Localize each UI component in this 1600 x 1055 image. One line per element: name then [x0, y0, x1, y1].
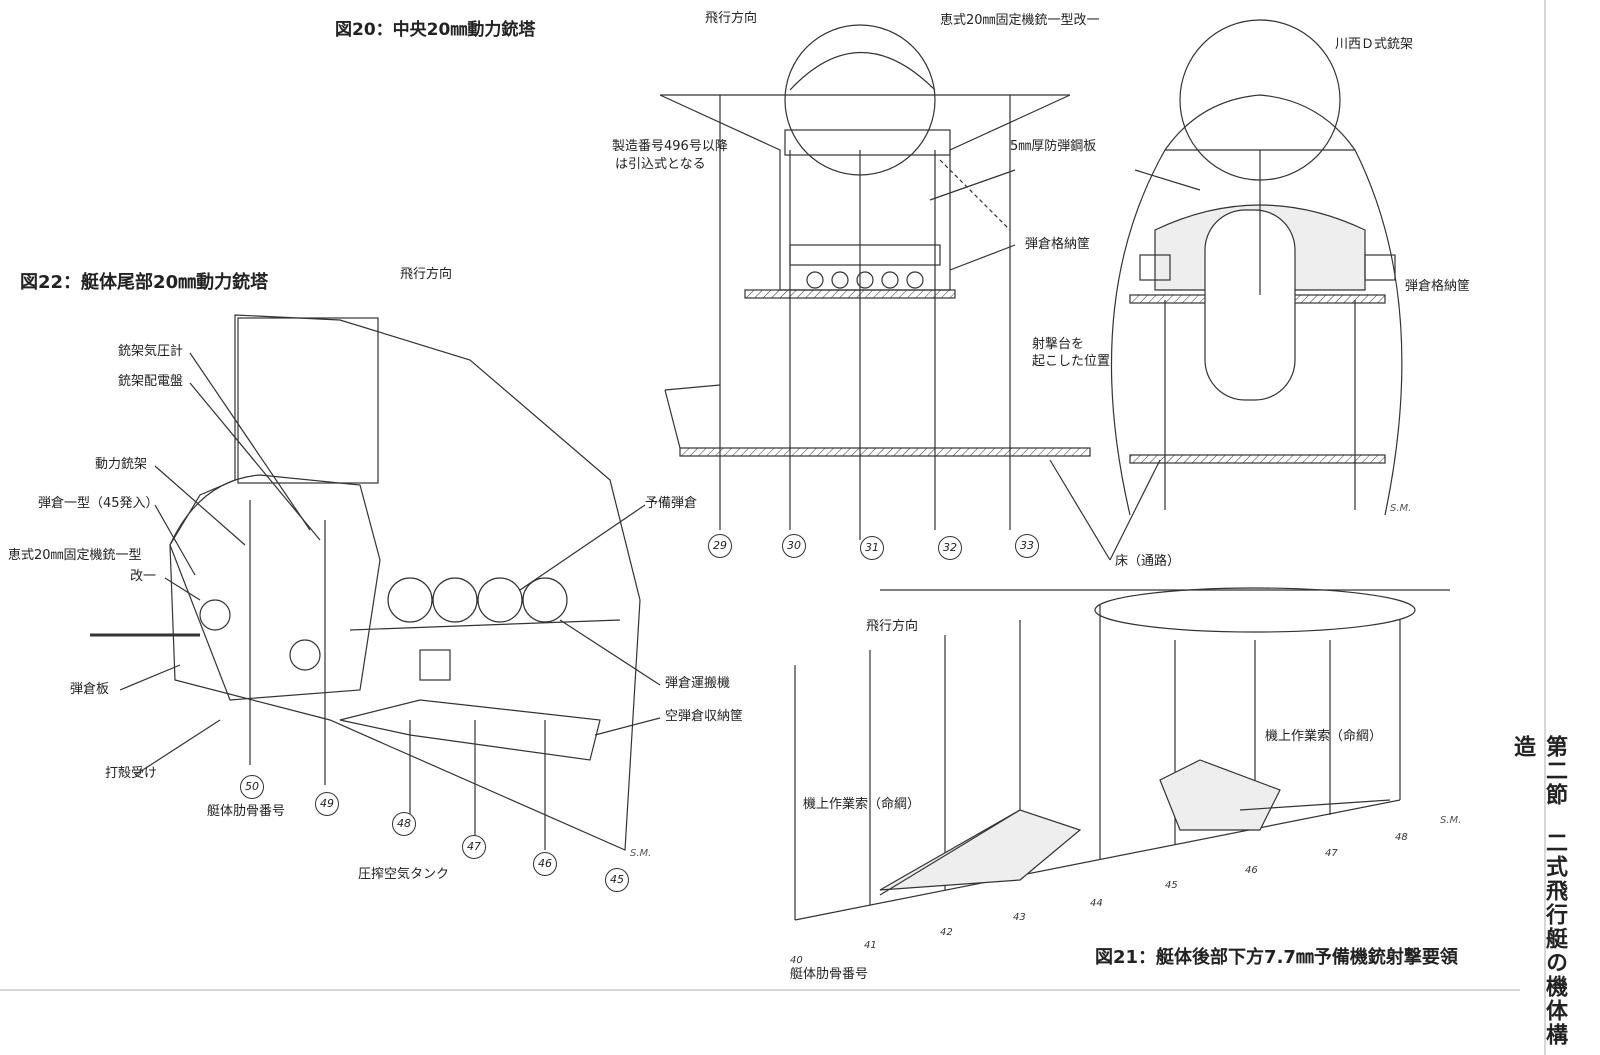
fig20-frame-29: 29 — [708, 534, 732, 558]
fig20-floor-label: 床（通路） — [1115, 554, 1181, 569]
fig22-air-tank-label: 圧搾空気タンク — [358, 867, 450, 882]
fig20-mag-rack-a: 弾倉格納筐 — [1025, 237, 1091, 252]
signature-fig22: S.M. — [630, 848, 652, 859]
fig21-frame-41: 41 — [864, 940, 877, 951]
signature-fig21: S.M. — [1440, 815, 1462, 826]
fig22-gun-label-2: 改一 — [130, 569, 157, 584]
fig22-shell-catcher-label: 打殻受け — [105, 766, 158, 781]
fig21-lifeline-b: 機上作業索（命綱） — [1265, 729, 1383, 744]
fig22-frame-47: 47 — [462, 835, 486, 859]
fig22-frame-50: 50 — [240, 775, 264, 799]
fig22-frame-no-label: 艇体肋骨番号 — [207, 804, 286, 819]
fig20-frame-30: 30 — [782, 534, 806, 558]
fig21-direction-label: 飛行方向 — [866, 619, 919, 634]
fig21-frame-48: 48 — [1395, 832, 1408, 843]
fig20-direction-label: 飛行方向 — [705, 11, 758, 26]
fig22-panel-label: 銃架配電盤 — [118, 374, 184, 389]
fig21-frame-no-label: 艇体肋骨番号 — [790, 967, 869, 982]
fig22-tail-view — [90, 314, 641, 851]
fig20-frame-32: 32 — [938, 536, 962, 560]
fig20-serial-note-2: は引込式となる — [615, 157, 706, 172]
fig21-title: 図21：艇体後部下方7.7㎜予備機銃射撃要領 — [1095, 947, 1458, 968]
fig21-frame-44: 44 — [1090, 898, 1103, 909]
fig22-mag-plate-label: 弾倉板 — [70, 682, 110, 697]
fig21-frame-46: 46 — [1245, 865, 1258, 876]
fig21-frame-42: 42 — [940, 927, 953, 938]
signature-fig20: S.M. — [1390, 503, 1412, 514]
fig20-left-view — [659, 24, 1091, 540]
fig20-mag-rack-b: 弾倉格納筐 — [1405, 279, 1471, 294]
fig21-frame-43: 43 — [1013, 912, 1026, 923]
fig22-frame-45: 45 — [605, 868, 629, 892]
fig22-gauge-label: 銃架気圧計 — [118, 344, 184, 359]
fig22-magazine-label: 弾倉一型（45発入） — [38, 496, 159, 511]
fig20-armor-label: 5㎜厚防弾鋼板 — [1010, 139, 1097, 154]
fig22-frame-46: 46 — [533, 852, 557, 876]
fig20-platform-1: 射撃台を — [1032, 337, 1085, 352]
fig22-frame-49: 49 — [315, 792, 339, 816]
fig22-title: 図22：艇体尾部20㎜動力銃塔 — [20, 272, 269, 293]
fig22-conveyor-label: 弾倉運搬機 — [665, 676, 731, 691]
fig20-platform-2: 起こした位置 — [1032, 354, 1111, 369]
fig20-right-view — [1110, 19, 1403, 516]
fig22-direction-label: 飛行方向 — [400, 267, 453, 282]
fig22-gun-label-1: 恵式20㎜固定機銃一型 — [8, 548, 142, 563]
fig22-frame-48: 48 — [392, 812, 416, 836]
fig21-frame-47: 47 — [1325, 848, 1338, 859]
fig20-gun-label: 恵式20㎜固定機銃一型改一 — [940, 13, 1100, 28]
fig22-spare-mag-label: 予備弾倉 — [645, 496, 698, 511]
chapter-side-title: 第二節 二式飛行艇の機体構造 — [1510, 735, 1567, 1047]
fig22-power-mount-label: 動力銃架 — [95, 457, 148, 472]
fig20-frame-31: 31 — [860, 536, 884, 560]
fig21-frame-45: 45 — [1165, 880, 1178, 891]
fig20-frame-33: 33 — [1015, 534, 1039, 558]
fig20-mount-label: 川西Ｄ式銃架 — [1335, 37, 1414, 52]
fig21-view — [794, 587, 1450, 921]
fig22-empty-rack-label: 空弾倉収納筐 — [665, 709, 744, 724]
fig21-frame-40: 40 — [790, 955, 803, 966]
fig20-serial-note-1: 製造番号496号以降 — [612, 139, 728, 154]
fig21-lifeline-a: 機上作業索（命綱） — [803, 797, 921, 812]
fig20-title: 図20：中央20㎜動力銃塔 — [335, 20, 536, 40]
